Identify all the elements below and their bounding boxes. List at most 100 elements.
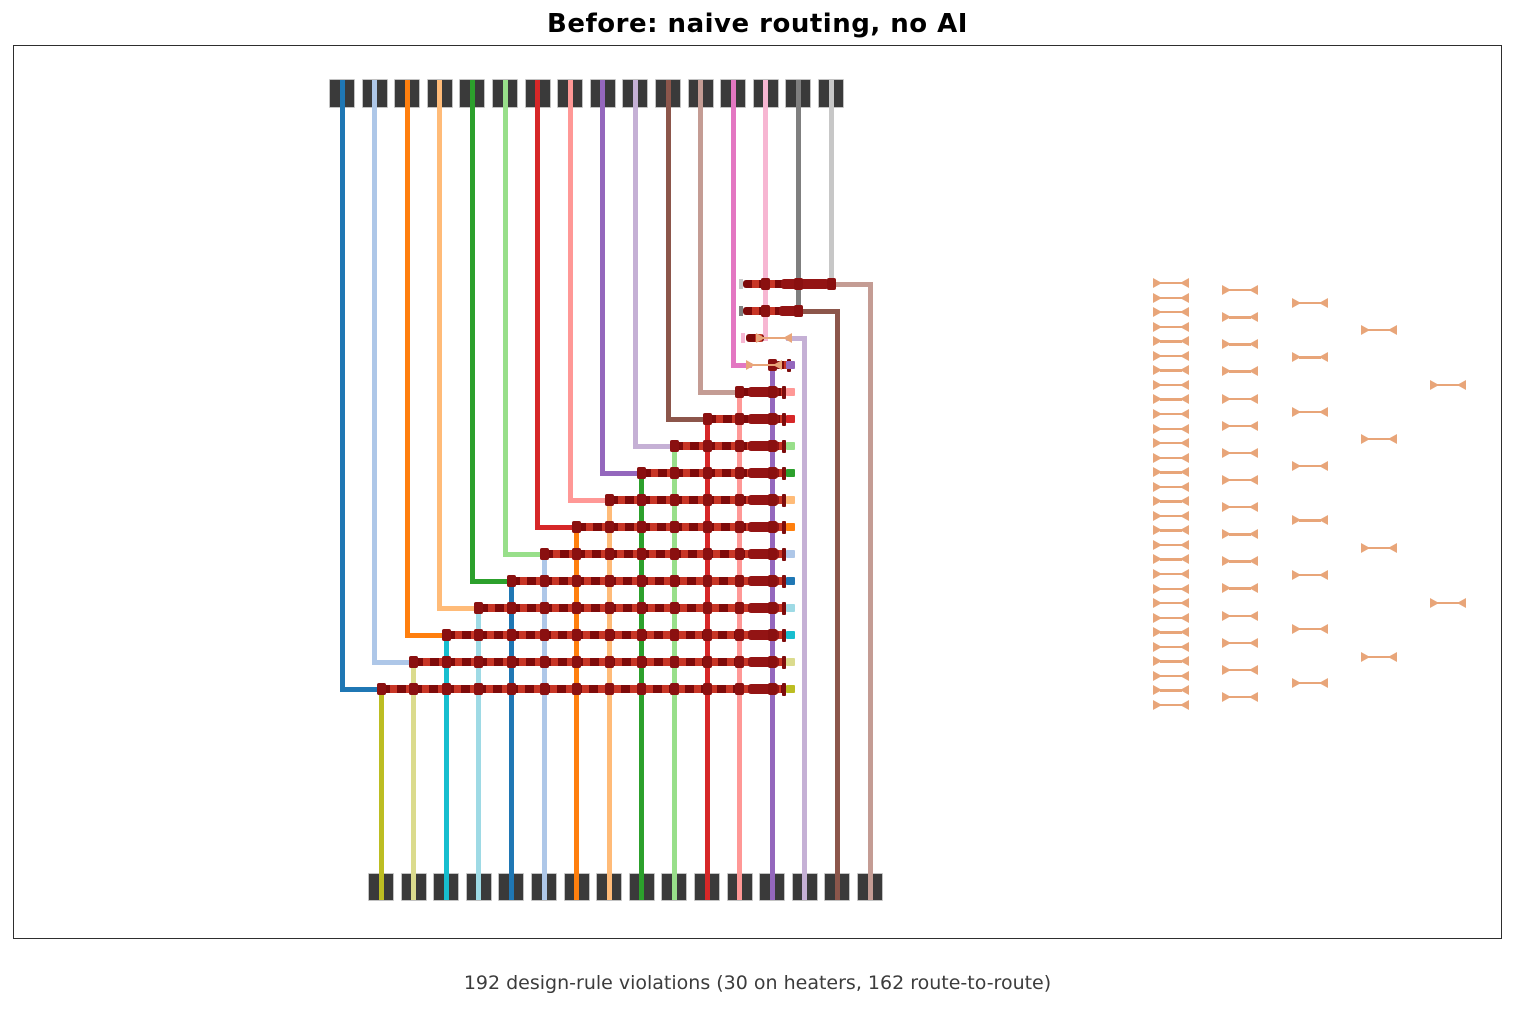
heater-left-cap-icon xyxy=(1153,554,1162,565)
heater-body xyxy=(1229,614,1251,617)
heater-left-cap-icon xyxy=(1222,637,1231,648)
route-vertical xyxy=(339,80,345,692)
heater-left-cap-icon xyxy=(1153,481,1162,492)
heater-left-cap-icon xyxy=(1153,379,1162,390)
route-horizontal xyxy=(342,686,384,692)
heater-left-cap-icon xyxy=(1222,285,1231,295)
heater-right-cap-icon xyxy=(783,333,792,343)
spare-heater xyxy=(1153,510,1189,521)
route-vertical xyxy=(867,281,873,900)
heater-right-cap-icon xyxy=(1180,539,1189,550)
violation-heater-block xyxy=(748,441,779,451)
heater-left-cap-icon xyxy=(1153,699,1162,710)
heater-right-cap-icon xyxy=(1249,312,1258,323)
violation-bulge xyxy=(506,575,516,587)
route-vertical xyxy=(698,80,704,395)
spare-heater xyxy=(1222,529,1258,540)
violation-end-bar xyxy=(782,493,786,507)
violation-bulge xyxy=(539,656,549,668)
spare-heater xyxy=(1153,656,1189,667)
violation-run xyxy=(743,307,800,315)
violation-run xyxy=(707,415,786,423)
violation-run xyxy=(746,334,764,342)
heater-body xyxy=(1160,689,1182,692)
heater-left-cap-icon xyxy=(1153,612,1162,623)
heater-left-cap-icon xyxy=(1222,447,1231,458)
spare-heater xyxy=(1153,452,1189,463)
heater-body xyxy=(1160,311,1182,314)
violation-bulge xyxy=(735,413,745,425)
spare-heater xyxy=(1153,408,1189,419)
heater-right-cap-icon xyxy=(773,360,782,370)
violation-bulge xyxy=(735,521,745,533)
heater-left-cap-icon xyxy=(1361,325,1370,335)
violation-bulge xyxy=(735,467,745,479)
route-vertical xyxy=(404,80,410,638)
spare-heater xyxy=(1222,393,1258,404)
violation-bulge xyxy=(767,440,777,452)
spare-heater xyxy=(1430,598,1466,608)
route-horizontal xyxy=(407,632,449,638)
heater-left-cap-icon xyxy=(1222,610,1231,621)
spare-heater xyxy=(1292,623,1328,634)
heater-body xyxy=(1229,587,1251,590)
heater-body xyxy=(1160,587,1182,590)
violation-bulge xyxy=(767,656,777,668)
spare-heater xyxy=(1292,569,1328,580)
route-horizontal xyxy=(602,470,645,476)
violation-bulge xyxy=(506,602,516,614)
heater-right-cap-icon xyxy=(1249,610,1258,621)
route-vertical xyxy=(795,80,801,314)
spare-heater xyxy=(1153,539,1189,550)
heater-left-cap-icon xyxy=(1153,292,1162,303)
heater-body xyxy=(1160,412,1182,416)
route-vertical xyxy=(802,335,808,900)
violation-run xyxy=(478,604,786,612)
violation-heater-block xyxy=(748,576,779,586)
violation-end-bar xyxy=(782,520,786,534)
violation-bulge xyxy=(702,575,712,587)
violation-bulge xyxy=(669,440,679,452)
violation-bulge xyxy=(767,413,777,425)
heater-right-cap-icon xyxy=(1180,452,1189,463)
heater-right-cap-icon xyxy=(1319,569,1328,580)
heater-right-cap-icon xyxy=(1249,556,1258,567)
spare-heater xyxy=(1153,612,1189,623)
heater-left-cap-icon xyxy=(1153,408,1162,419)
heater-right-cap-icon xyxy=(1180,292,1189,303)
spare-heater xyxy=(1153,379,1189,390)
heater-body xyxy=(1160,296,1182,299)
violation-bulge xyxy=(702,413,712,425)
violation-bulge xyxy=(767,683,777,695)
violation-bulge xyxy=(441,683,451,695)
route-vertical xyxy=(671,443,677,900)
heater-right-cap-icon xyxy=(1180,307,1189,318)
violation-heater-block xyxy=(781,279,829,289)
route-vertical xyxy=(502,80,508,557)
violation-bulge xyxy=(539,629,549,641)
spare-heater xyxy=(1153,350,1189,361)
heater-right-cap-icon xyxy=(1180,525,1189,536)
spare-heater xyxy=(1292,352,1328,363)
heater-left-cap-icon xyxy=(1153,438,1162,449)
heater-right-cap-icon xyxy=(1249,502,1258,513)
heater-left-cap-icon xyxy=(1222,502,1231,513)
heater-right-cap-icon xyxy=(1249,583,1258,594)
route-vertical xyxy=(763,80,769,341)
heater-body xyxy=(1160,660,1182,663)
heater-body xyxy=(1160,543,1182,547)
violation-bulge xyxy=(539,683,549,695)
violation-bulge xyxy=(572,683,582,695)
spare-heater xyxy=(1222,366,1258,377)
violation-bulge xyxy=(735,548,745,560)
violation-bulge xyxy=(539,602,549,614)
spare-heater xyxy=(1361,543,1397,553)
heater-left-cap-icon xyxy=(1222,474,1231,485)
violation-bulge xyxy=(767,521,777,533)
spare-heater xyxy=(1222,664,1258,675)
route-vertical xyxy=(828,80,834,287)
spare-heater xyxy=(1153,699,1189,710)
heater-left-cap-icon xyxy=(1222,312,1231,323)
route-terminal-tick xyxy=(739,279,743,289)
violation-bulge xyxy=(604,548,614,560)
